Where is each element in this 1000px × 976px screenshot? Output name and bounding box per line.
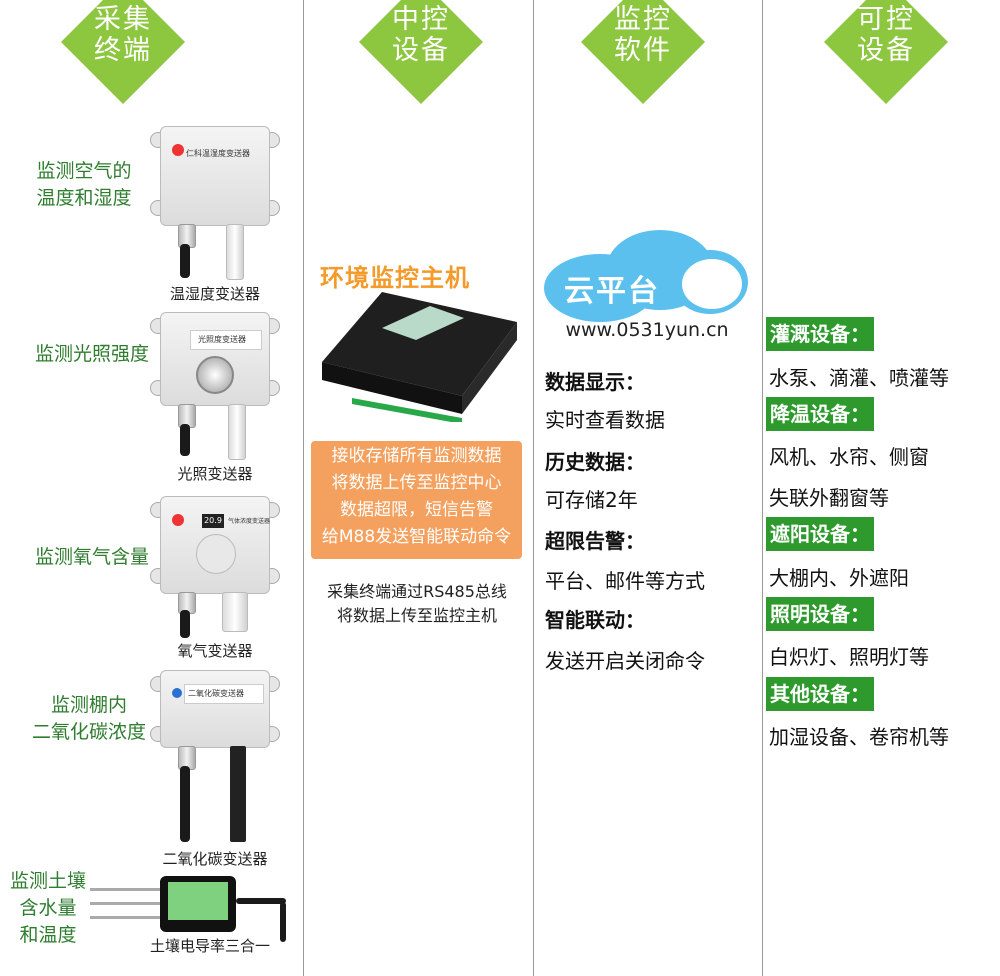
header-text: 采集 bbox=[94, 4, 152, 35]
terminal-desc-temp-humidity: 监测空气的 温度和湿度 bbox=[14, 158, 154, 212]
header-text: 软件 bbox=[614, 35, 672, 66]
sensor-logo-text: 二氧化碳变送器 bbox=[188, 689, 244, 698]
terminal-name-temp-humidity: 温湿度变送器 bbox=[169, 285, 260, 303]
brand-logo-icon bbox=[172, 688, 182, 698]
brand-logo-icon bbox=[172, 144, 184, 156]
control-desc-other: 加湿设备、卷帘机等 bbox=[769, 725, 949, 749]
sensor-logo-text: 仁科温湿度变送器 bbox=[186, 149, 250, 158]
cloud-platform-label: 云平台 bbox=[564, 274, 660, 309]
badge-other: 其他设备： bbox=[766, 677, 874, 711]
host-function-line: 将数据上传至监控中心 bbox=[331, 473, 502, 493]
soil-sensor-image bbox=[90, 876, 300, 946]
terminal-desc-oxygen: 监测氧气含量 bbox=[22, 544, 162, 571]
column-divider-2 bbox=[533, 0, 534, 976]
sensor-display: 20.9 bbox=[202, 514, 224, 528]
brand-logo-icon bbox=[172, 514, 184, 526]
co2-sensor-image: 二氧化碳变送器 bbox=[150, 668, 280, 846]
desc-line: 监测棚内 bbox=[50, 694, 127, 716]
badge-shading: 遮阳设备： bbox=[766, 517, 874, 551]
header-text: 终端 bbox=[94, 35, 152, 66]
header-controllable-device: 可控设备 bbox=[824, 0, 948, 108]
desc-line: 温度和湿度 bbox=[36, 187, 132, 209]
host-note: 采集终端通过RS485总线 将数据上传至监控主机 bbox=[306, 580, 528, 628]
header-monitor-software: 监控软件 bbox=[581, 0, 705, 108]
header-text: 中控 bbox=[392, 4, 450, 35]
control-desc-cooling-2: 失联外翻窗等 bbox=[769, 486, 889, 510]
badge-irrigation: 灌溉设备： bbox=[766, 317, 874, 351]
sensor-logo-text: 光照度变送器 bbox=[198, 335, 246, 344]
feature-title-alarm: 超限告警： bbox=[545, 529, 645, 553]
host-title: 环境监控主机 bbox=[320, 264, 470, 292]
feature-desc-data-display: 实时查看数据 bbox=[545, 408, 665, 432]
control-desc-shading: 大棚内、外遮阳 bbox=[769, 566, 909, 590]
control-desc-lighting: 白炽灯、照明灯等 bbox=[769, 645, 929, 669]
host-function-box: 接收存储所有监测数据 将数据上传至监控中心 数据超限，短信告警 给M88发送智能… bbox=[311, 441, 522, 559]
desc-line: 监测土壤 bbox=[9, 870, 86, 892]
light-dome-icon bbox=[196, 356, 234, 394]
terminal-desc-light: 监测光照强度 bbox=[22, 341, 162, 368]
header-text: 可控 bbox=[857, 4, 915, 35]
desc-line: 二氧化碳浓度 bbox=[31, 721, 146, 743]
feature-title-history: 历史数据： bbox=[545, 450, 645, 474]
desc-line: 监测光照强度 bbox=[34, 343, 149, 365]
feature-desc-alarm: 平台、邮件等方式 bbox=[545, 569, 705, 593]
terminal-desc-co2: 监测棚内 二氧化碳浓度 bbox=[14, 692, 164, 746]
host-function-line: 给M88发送智能联动命令 bbox=[321, 527, 512, 547]
terminal-name-light: 光照变送器 bbox=[177, 465, 253, 483]
feature-desc-linkage: 发送开启关闭命令 bbox=[545, 649, 705, 673]
feature-desc-history: 可存储2年 bbox=[545, 488, 638, 512]
cloud-platform-icon: 云平台 bbox=[540, 226, 754, 324]
terminal-name-co2: 二氧化碳变送器 bbox=[162, 850, 268, 868]
feature-title-linkage: 智能联动： bbox=[545, 608, 645, 632]
control-desc-cooling: 风机、水帘、侧窗 bbox=[769, 445, 929, 469]
feature-title-data-display: 数据显示： bbox=[545, 370, 645, 394]
header-central-device: 中控设备 bbox=[359, 0, 483, 108]
terminal-name-soil: 土壤电导率三合一 bbox=[149, 937, 270, 955]
terminal-desc-soil: 监测土壤 含水量 和温度 bbox=[2, 868, 94, 949]
desc-line: 监测空气的 bbox=[36, 160, 132, 182]
host-device-image bbox=[312, 292, 520, 424]
badge-cooling: 降温设备： bbox=[766, 397, 874, 431]
oxygen-sensor-image: 20.9 气体浓度变送器 bbox=[150, 494, 280, 640]
light-sensor-image: 光照度变送器 bbox=[150, 310, 280, 460]
desc-line: 含水量 bbox=[19, 897, 77, 919]
header-text: 监控 bbox=[614, 4, 672, 35]
column-divider-1 bbox=[303, 0, 304, 976]
sensor-logo-text: 气体浓度变送器 bbox=[228, 518, 271, 525]
host-function-line: 接收存储所有监测数据 bbox=[331, 446, 502, 466]
host-note-line: 将数据上传至监控主机 bbox=[336, 606, 497, 625]
header-collect-terminal: 采集终端 bbox=[61, 0, 185, 108]
header-text: 设备 bbox=[857, 35, 915, 66]
host-note-line: 采集终端通过RS485总线 bbox=[327, 582, 507, 601]
terminal-name-oxygen: 氧气变送器 bbox=[177, 642, 253, 660]
desc-line: 和温度 bbox=[19, 924, 77, 946]
desc-line: 监测氧气含量 bbox=[34, 546, 149, 568]
host-function-line: 数据超限，短信告警 bbox=[340, 500, 493, 520]
platform-url[interactable]: www.0531yun.cn bbox=[565, 319, 729, 341]
control-desc-irrigation: 水泵、滴灌、喷灌等 bbox=[769, 366, 949, 390]
header-text: 设备 bbox=[392, 35, 450, 66]
badge-lighting: 照明设备： bbox=[766, 597, 874, 631]
temp-humidity-sensor-image: 仁科温湿度变送器 bbox=[150, 124, 280, 284]
column-divider-3 bbox=[762, 0, 763, 976]
